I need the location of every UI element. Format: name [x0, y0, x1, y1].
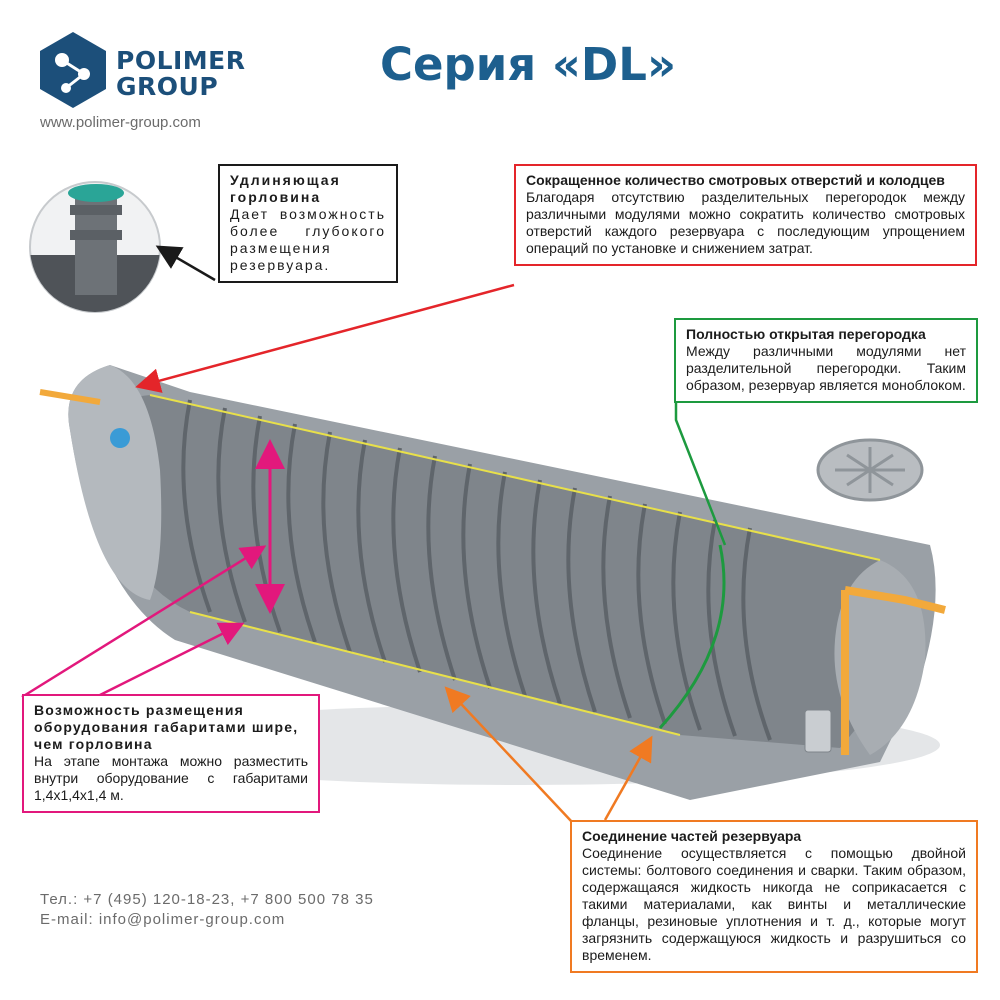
callout-open-partition: Полностью открытая перегородка Между раз…	[674, 318, 978, 403]
float-valve	[110, 428, 130, 448]
arrow-neck	[155, 245, 216, 282]
neck-inset	[29, 181, 161, 313]
brand-name-line2: GROUP	[116, 72, 219, 101]
callout-tank-joint-heading: Соединение частей резервуара	[582, 828, 802, 844]
arrow-joint-a	[444, 686, 573, 823]
tank-end-cap-right	[834, 560, 926, 755]
open-partition	[658, 544, 726, 730]
inlet-pipe	[39, 389, 101, 405]
website-link[interactable]: www.polimer-group.com	[40, 114, 201, 131]
callout-inspection-holes-body: Благодаря отсутствию разделительных пере…	[526, 189, 965, 256]
contact-email[interactable]: E-mail: info@polimer-group.com	[40, 911, 286, 928]
callout-tank-joint: Соединение частей резервуара Соединение …	[570, 820, 978, 973]
brand-name: POLIMER GROUP	[116, 48, 246, 100]
callout-equipment-size-heading: Возможность размещения оборудования габа…	[34, 702, 299, 752]
callout-open-partition-body: Между различными модулями нет разделител…	[686, 343, 966, 393]
cut-outline	[149, 394, 881, 736]
callout-open-partition-heading: Полностью открытая перегородка	[686, 326, 926, 342]
tank-cavity	[95, 395, 888, 748]
tank-end-cap-left	[68, 365, 162, 600]
pump	[804, 709, 832, 753]
outlet-pipe	[841, 586, 946, 755]
arrow-inspection	[135, 283, 515, 393]
callout-extension-neck-body: Дает возможность более глубокого размеще…	[230, 206, 386, 273]
inspection-lid-spokes	[835, 447, 905, 493]
arrow-equipment-a	[21, 545, 267, 699]
callout-equipment-size-body: На этапе монтажа можно разместить внутри…	[34, 753, 308, 803]
callout-inspection-holes-heading: Сокращенное количество смотровых отверст…	[526, 172, 945, 188]
contacts: Тел.: +7 (495) 120-18-23, +7 800 500 78 …	[40, 890, 374, 930]
page-title: Серия «DL»	[380, 38, 677, 91]
arrow-equipment-b	[99, 622, 245, 697]
callout-extension-neck: Удлиняющая горловина Дает возможность бо…	[218, 164, 398, 283]
callout-tank-joint-body: Соединение осуществляется с помощью двой…	[582, 845, 966, 963]
brand-name-line1: POLIMER	[116, 46, 246, 75]
polimer-group-logo-icon	[40, 32, 106, 108]
contact-phone: Тел.: +7 (495) 120-18-23, +7 800 500 78 …	[40, 891, 374, 908]
callout-equipment-size: Возможность размещения оборудования габа…	[22, 694, 320, 813]
callout-inspection-holes: Сокращенное количество смотровых отверст…	[514, 164, 977, 266]
arrow-joint-b	[603, 735, 653, 821]
callout-extension-neck-heading: Удлиняющая горловина	[230, 172, 341, 205]
